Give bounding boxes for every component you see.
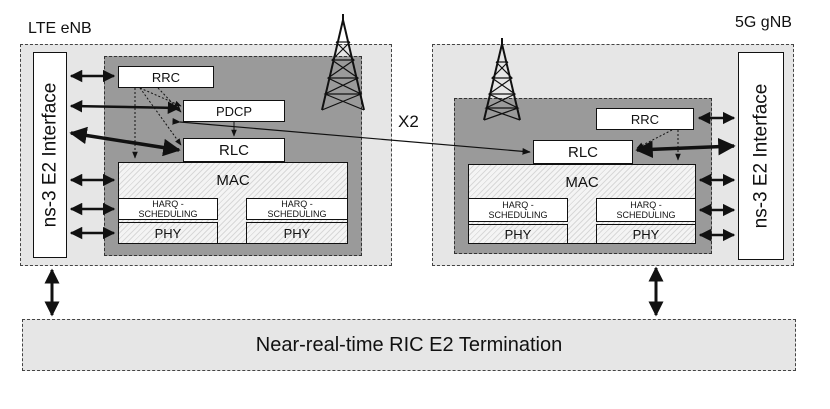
lte-e2-arrows [69, 69, 181, 240]
tower-icon-lte [321, 14, 365, 111]
nr-phy-left: PHY [468, 224, 568, 244]
lte-enb-title: LTE eNB [28, 20, 92, 37]
nr-rlc-box: RLC [533, 140, 633, 164]
nr-mac-label: MAC [565, 174, 599, 191]
lte-rrc-box: RRC [118, 66, 214, 88]
lte-harq-right: HARQ - SCHEDULING [246, 198, 348, 220]
x2-link [172, 118, 531, 155]
lte-rrc-control [132, 87, 182, 159]
nr-e2-arrows [635, 111, 736, 242]
ric-e2-termination-label: Near-real-time RIC E2 Termination [255, 333, 563, 356]
tower-icon-5g [483, 38, 521, 121]
nr-gnb-title: 5G gNB [735, 14, 792, 31]
lte-phy-right: PHY [246, 222, 348, 244]
lte-e2-interface: ns-3 E2 Interface [33, 52, 67, 258]
lte-harq-left: HARQ - SCHEDULING [118, 198, 218, 220]
nr-e2-interface: ns-3 E2 Interface [738, 52, 784, 260]
lte-phy-left: PHY [118, 222, 218, 244]
lte-mac-label: MAC [216, 172, 250, 189]
ric-e2-termination: Near-real-time RIC E2 Termination [22, 319, 796, 371]
nr-harq-right: HARQ - SCHEDULING [596, 198, 696, 222]
nr-rrc-control [636, 129, 681, 161]
nr-harq-left: HARQ - SCHEDULING [468, 198, 568, 222]
nr-phy-right: PHY [596, 224, 696, 244]
nr-rrc-box: RRC [596, 108, 694, 130]
